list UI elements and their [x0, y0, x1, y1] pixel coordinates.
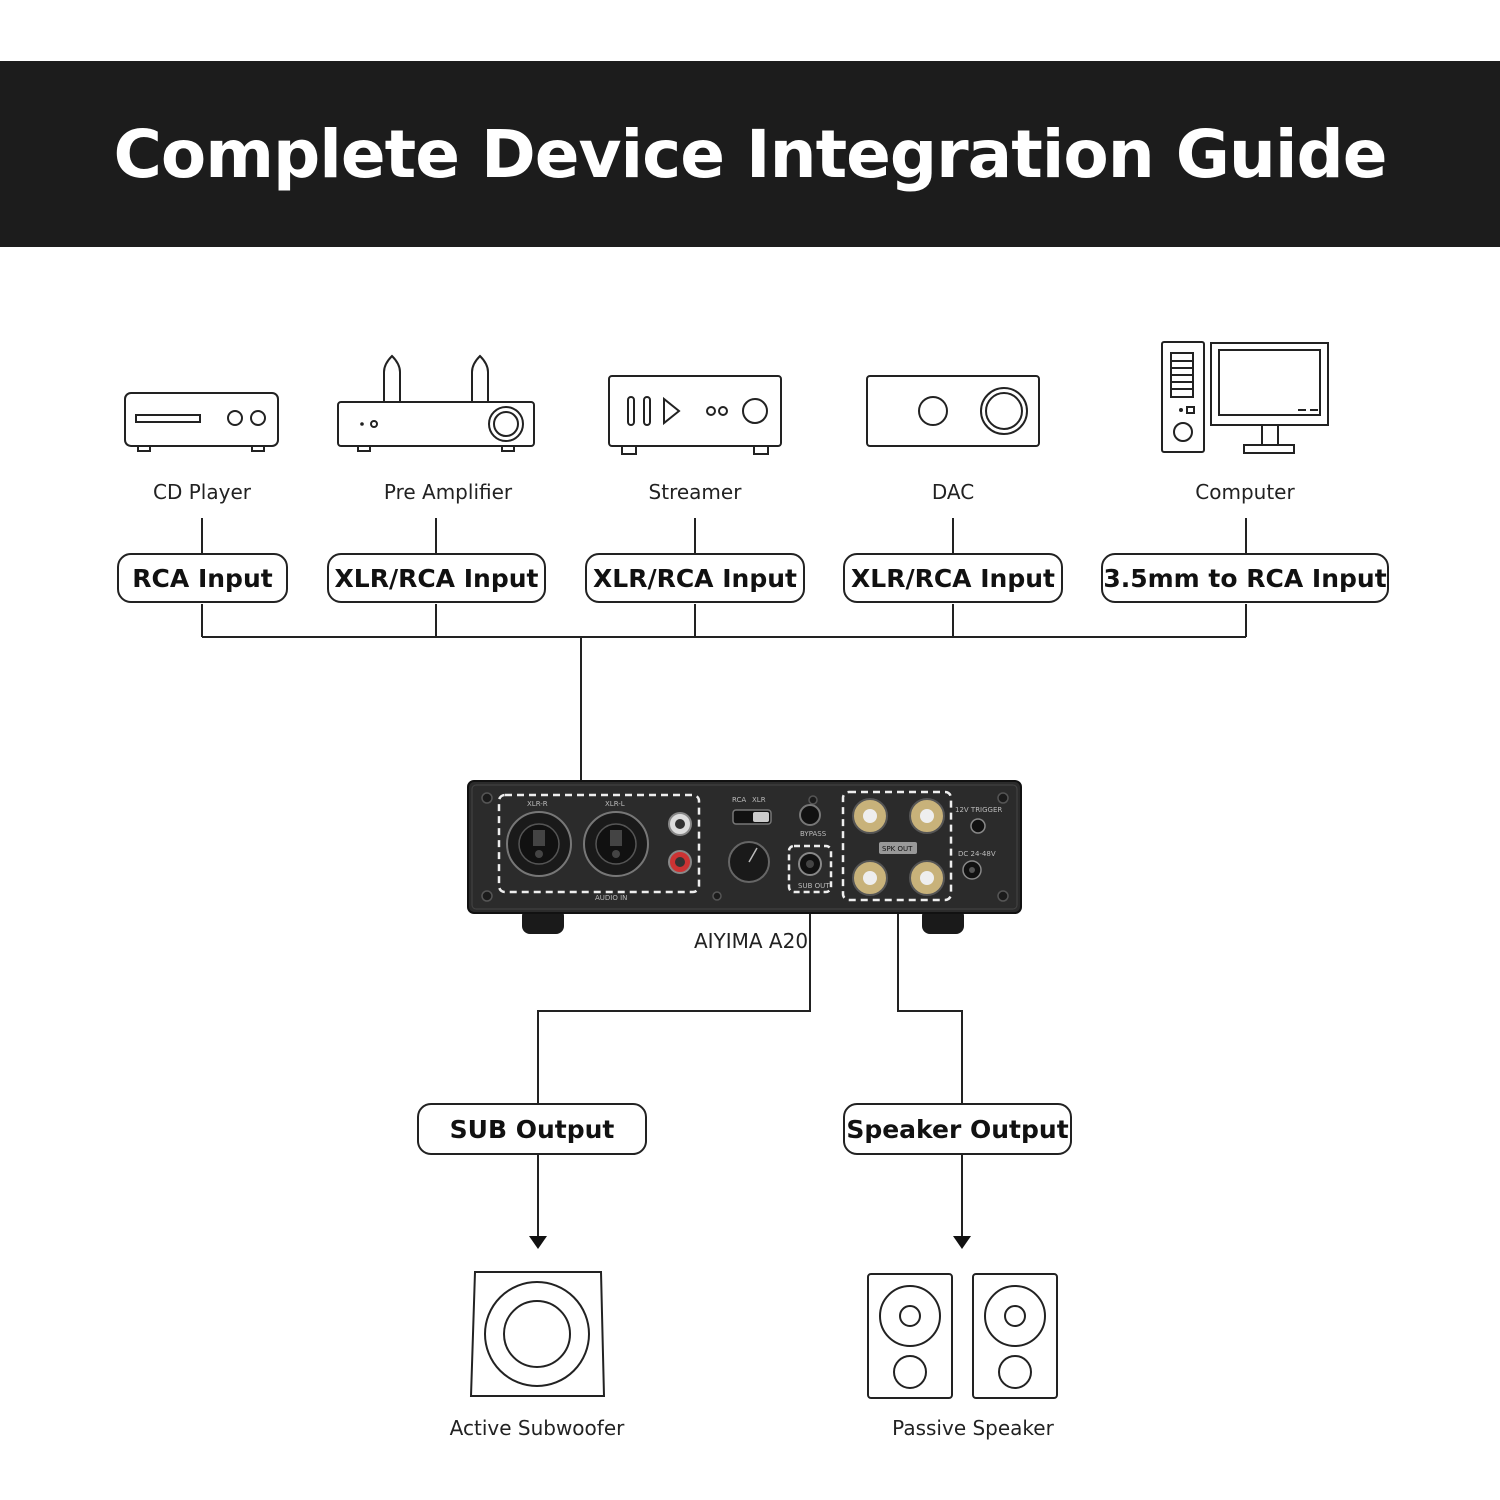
- device-label-cd-player: CD Player: [153, 480, 251, 504]
- speaker-binding-posts: [852, 798, 945, 896]
- dac-icon: [866, 375, 1040, 447]
- device-label-computer: Computer: [1195, 480, 1295, 504]
- panel-label-trigger: 12V TRIGGER: [955, 806, 1002, 814]
- input-pill-3-5mm-rca: 3.5mm to RCA Input: [1101, 553, 1389, 603]
- xlr-jack-right: [506, 811, 572, 877]
- panel-label-dc: DC 24-48V: [958, 850, 996, 858]
- device-label-pre-amplifier: Pre Amplifier: [383, 480, 513, 504]
- device-label-streamer: Streamer: [648, 480, 742, 504]
- amplifier-rear-panel: XLR-R XLR-L AUDIO IN RCA XLR BYPASS SUB …: [467, 780, 1022, 934]
- panel-label-xlr-r: XLR-R: [527, 800, 548, 808]
- panel-label-xlr: XLR: [752, 796, 766, 804]
- panel-label-bypass: BYPASS: [800, 830, 827, 838]
- bypass-jack: [799, 804, 821, 826]
- panel-label-audio-in: AUDIO IN: [595, 894, 627, 902]
- tube-preamp-icon: [337, 354, 535, 452]
- panel-label-spk-out: SPK OUT: [882, 845, 913, 853]
- panel-label-rca: RCA: [732, 796, 746, 804]
- input-pill-xlr-rca-streamer: XLR/RCA Input: [585, 553, 805, 603]
- amplifier-name: AIYIMA A20: [693, 929, 809, 953]
- page-title: Complete Device Integration Guide: [113, 115, 1388, 193]
- speaker-pair-icon: [867, 1273, 1058, 1399]
- device-label-dac: DAC: [931, 480, 975, 504]
- input-pill-rca: RCA Input: [117, 553, 288, 603]
- cd-player-icon: [124, 392, 279, 452]
- input-pill-xlr-rca-dac: XLR/RCA Input: [843, 553, 1063, 603]
- title-banner: Complete Device Integration Guide: [0, 61, 1500, 247]
- xlr-jack-left: [583, 811, 649, 877]
- streamer-icon: [608, 375, 782, 455]
- output-pill-speaker: Speaker Output: [843, 1103, 1072, 1155]
- device-label-active-subwoofer: Active Subwoofer: [449, 1416, 625, 1440]
- device-label-passive-speaker: Passive Speaker: [892, 1416, 1054, 1440]
- input-pill-xlr-rca-preamp: XLR/RCA Input: [327, 553, 546, 603]
- trigger-jack: [970, 818, 986, 834]
- computer-icon: [1161, 341, 1329, 454]
- panel-label-sub-out: SUB OUT: [798, 882, 830, 890]
- panel-label-xlr-l: XLR-L: [605, 800, 625, 808]
- output-pill-sub: SUB Output: [417, 1103, 647, 1155]
- subwoofer-icon: [469, 1271, 606, 1397]
